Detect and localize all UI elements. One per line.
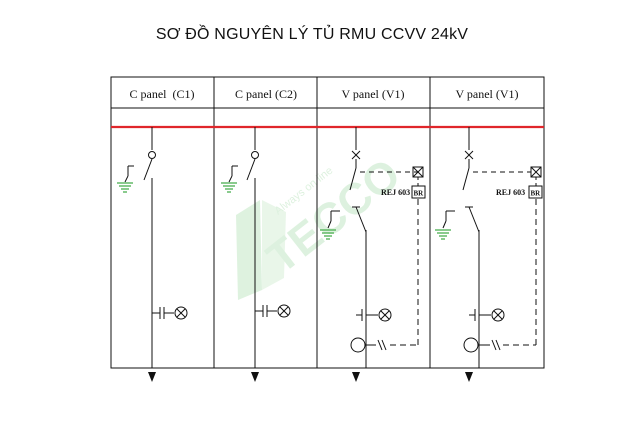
earthing-switch-icon xyxy=(327,210,340,229)
relay-model-label: REJ 603 xyxy=(496,188,525,197)
voltage-indicator-icon xyxy=(152,306,188,320)
voltage-indicator-icon xyxy=(255,304,291,318)
relay-box-label: BR xyxy=(414,190,425,198)
earthing-switch-icon xyxy=(124,165,134,183)
current-transformer-icon xyxy=(350,337,387,353)
watermark-logo: TECCO Always on line xyxy=(236,149,410,300)
trip-coil-icon xyxy=(412,166,424,178)
panel-v1b-circuit xyxy=(435,127,543,368)
trip-coil-icon xyxy=(530,166,542,178)
disconnector-blade-icon xyxy=(355,206,367,233)
voltage-indicator-icon xyxy=(356,308,392,322)
cable-outgoing-arrow-icon xyxy=(148,372,156,382)
panel-label-c2: C panel (C2) xyxy=(235,87,297,101)
earth-symbol-icon xyxy=(435,229,451,240)
panel-label-v1-b: V panel (V1) xyxy=(455,87,518,101)
panel-v1a-circuit xyxy=(320,127,426,368)
cable-outgoing-arrow-icon xyxy=(251,372,259,382)
circuit-breaker-cross-icon xyxy=(351,150,361,160)
panel-label-c1: C panel (C1) xyxy=(130,87,195,101)
panel-c2-circuit xyxy=(221,127,291,368)
disconnector-blade-icon xyxy=(468,206,480,233)
relay-model-label: REJ 603 xyxy=(381,188,410,197)
voltage-indicator-icon xyxy=(469,308,505,322)
panel-c1-circuit xyxy=(117,127,188,368)
earthing-switch-icon xyxy=(228,165,238,183)
cable-outgoing-arrow-icon xyxy=(352,372,360,382)
load-break-switch-icon xyxy=(246,158,256,181)
earth-symbol-icon xyxy=(117,182,133,193)
disconnector-contact-icon xyxy=(251,151,259,159)
current-transformer-icon xyxy=(463,337,501,353)
circuit-breaker-icon xyxy=(349,167,357,191)
relay-br-box xyxy=(528,185,543,199)
relay-box-label: BR xyxy=(531,190,542,198)
panel-label-v1-a: V panel (V1) xyxy=(341,87,404,101)
disconnector-contact-icon xyxy=(148,151,156,159)
circuit-breaker-cross-icon xyxy=(464,150,474,160)
cable-outgoing-arrow-icon xyxy=(465,372,473,382)
relay-br-box xyxy=(411,185,426,199)
earth-symbol-icon xyxy=(320,229,336,240)
earthing-switch-icon xyxy=(442,210,455,229)
panel-frame xyxy=(110,76,545,369)
load-break-switch-icon xyxy=(143,158,153,181)
circuit-breaker-icon xyxy=(462,167,470,191)
earth-symbol-icon xyxy=(221,182,237,193)
diagram-title: SƠ ĐỒ NGUYÊN LÝ TỦ RMU CCVV 24kV xyxy=(155,26,469,43)
watermark-leaf-icon xyxy=(236,200,262,300)
